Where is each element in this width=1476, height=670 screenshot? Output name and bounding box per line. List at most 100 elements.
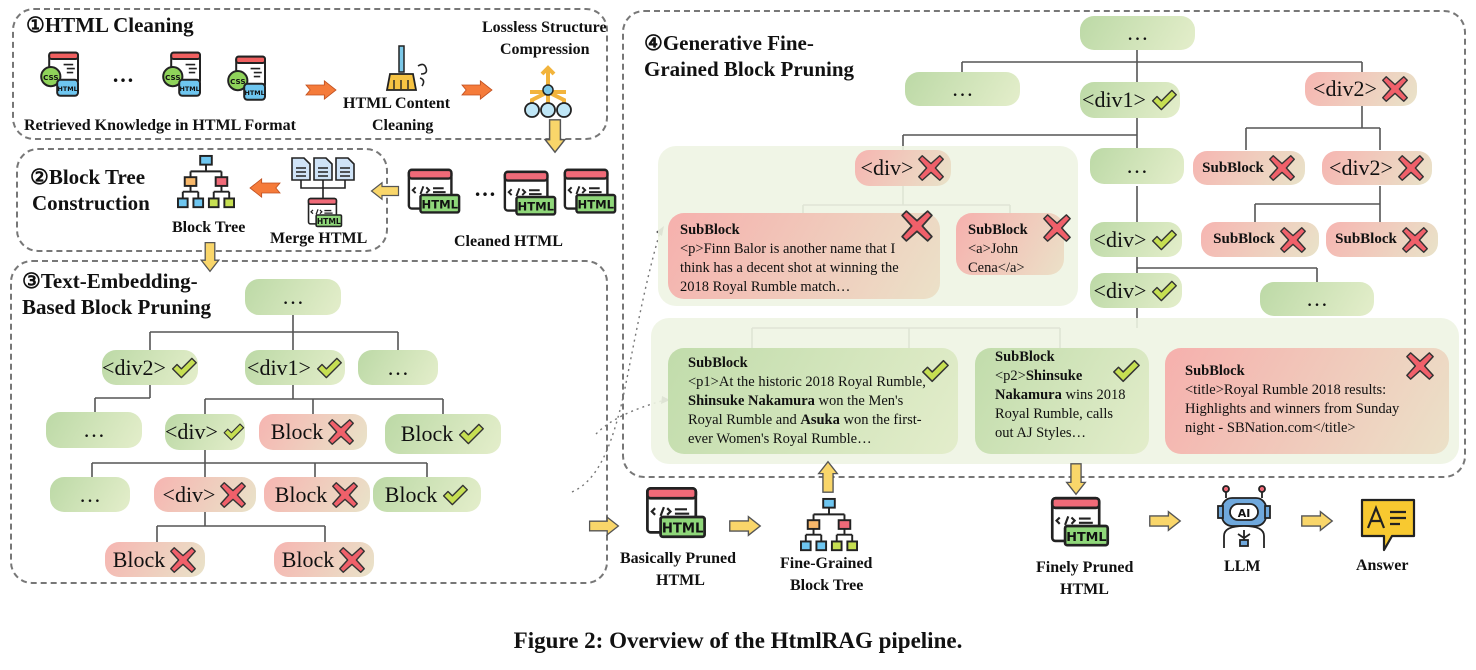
tree-node-pruned: Block <box>264 477 370 512</box>
basically-pruned-label-2: HTML <box>656 572 705 589</box>
basically-pruned-label-1: Basically Pruned <box>620 550 737 567</box>
cleaned-html-file-icon <box>404 166 464 224</box>
stage1-panel <box>12 8 608 140</box>
cross-icon <box>327 418 355 446</box>
cross-icon <box>1401 226 1429 254</box>
figure-caption: Figure 2: Overview of the HtmlRAG pipeli… <box>513 628 963 653</box>
answer-label: Answer <box>1356 557 1409 574</box>
fine-grained-block-tree-icon <box>796 497 862 555</box>
cross-icon <box>169 546 197 574</box>
finely-pruned-label-2: HTML <box>1060 581 1109 598</box>
check-icon <box>170 354 198 382</box>
subblock-card-pruned: SubBlock <title>Royal Rumble 2018 result… <box>1165 348 1449 454</box>
subblock-card-kept: SubBlock <p2>Shinsuke Nakamura wins 2018… <box>975 348 1149 454</box>
tree-node-pruned: <div> <box>855 150 951 186</box>
stage2-title-1: ②Block Tree <box>30 165 146 189</box>
check-icon <box>1150 226 1178 254</box>
lossless-compression-label-2: Compression <box>500 41 590 58</box>
ellipsis: … <box>112 62 134 87</box>
arrow-down-icon <box>543 118 567 154</box>
cross-icon <box>219 481 247 509</box>
cross-icon <box>331 481 359 509</box>
stage4-title-2: Grained Block Pruning <box>644 57 855 81</box>
tree-node: … <box>358 350 438 385</box>
merge-html-label: Merge HTML <box>270 230 368 247</box>
tree-node: … <box>1260 282 1374 316</box>
check-icon <box>920 356 950 386</box>
basically-pruned-html-icon <box>640 484 712 550</box>
check-icon <box>441 481 469 509</box>
tree-node: … <box>46 412 142 448</box>
html-content-cleaning-label-2: Cleaning <box>372 117 434 134</box>
arrow-right-icon <box>460 80 494 100</box>
subblock-card-pruned: SubBlock <p>Finn Balor is another name t… <box>668 213 940 299</box>
finely-pruned-label-1: Finely Pruned <box>1036 559 1134 576</box>
stage2-panel <box>16 148 388 252</box>
css-html-file-icon <box>38 48 86 102</box>
arrow-right-icon <box>1148 510 1182 532</box>
cross-icon <box>1405 350 1435 382</box>
fine-grained-tree-label-2: Block Tree <box>790 577 864 594</box>
svg-text:AI: AI <box>1238 507 1251 520</box>
tree-node-kept: <div> <box>1090 273 1182 308</box>
arrow-right-icon <box>728 515 762 537</box>
arrow-left-icon <box>370 180 400 202</box>
cleaned-html-file-icon <box>500 168 560 226</box>
tree-node-pruned: <div2> <box>1305 72 1417 106</box>
check-icon <box>222 418 245 446</box>
cross-icon <box>1381 75 1409 103</box>
cleaned-html-label: Cleaned HTML <box>454 233 563 250</box>
cleaned-html-file-icon <box>560 166 620 224</box>
cross-icon <box>338 546 366 574</box>
lossless-compression-label-1: Lossless Structure <box>482 19 607 36</box>
check-icon <box>1150 277 1178 305</box>
tree-node-kept: Block <box>385 414 501 454</box>
arrow-right-icon <box>588 515 620 537</box>
check-icon <box>1111 356 1141 386</box>
fine-grained-tree-label-1: Fine-Grained <box>780 555 873 572</box>
structure-compression-icon <box>524 65 572 118</box>
broom-icon <box>385 45 428 91</box>
finely-pruned-html-icon <box>1044 494 1116 558</box>
arrow-left-icon <box>248 178 282 198</box>
ellipsis: … <box>474 176 496 201</box>
css-html-file-icon <box>225 52 273 106</box>
tree-node-kept: <div2> <box>102 350 198 385</box>
tree-node-pruned: <div2> <box>1322 151 1432 185</box>
tree-node: … <box>50 477 130 512</box>
tree-node-pruned: Block <box>105 542 205 577</box>
arrow-right-icon <box>1300 510 1334 532</box>
tree-node-pruned: Block <box>259 414 367 450</box>
llm-robot-icon: AI <box>1217 485 1271 548</box>
tree-node: … <box>1080 16 1195 50</box>
check-icon <box>315 354 343 382</box>
css-html-file-icon <box>160 48 208 102</box>
tree-node-kept: <div1> <box>245 350 345 385</box>
cross-icon <box>1268 154 1296 182</box>
tree-node-kept: <div> <box>1090 222 1182 257</box>
html-content-cleaning-label-1: HTML Content <box>343 95 451 112</box>
block-tree-label: Block Tree <box>172 219 246 236</box>
tree-node-kept: <div> <box>165 414 245 450</box>
retrieved-knowledge-label: Retrieved Knowledge in HTML Format <box>24 117 296 134</box>
tree-node-pruned: SubBlock <box>1201 222 1319 257</box>
tree-node-kept: <div1> <box>1080 82 1180 118</box>
check-icon <box>457 420 485 448</box>
arrow-down-icon <box>1065 461 1087 497</box>
cross-icon <box>1279 226 1307 254</box>
stage3-title-1: ③Text-Embedding- <box>22 269 198 293</box>
check-icon <box>1150 86 1178 114</box>
arrow-up-icon <box>817 459 839 495</box>
block-tree-icon <box>176 154 236 212</box>
tree-node: … <box>905 72 1020 106</box>
stage1-title: ①HTML Cleaning <box>26 13 194 37</box>
subblock-card-pruned: SubBlock <a>John Cena</a> <box>956 213 1064 276</box>
tree-node-pruned: SubBlock <box>1193 151 1305 185</box>
tree-node-pruned: <div> <box>154 477 256 512</box>
cross-icon <box>900 209 934 243</box>
merge-html-icon <box>291 157 355 228</box>
stage4-title-1: ④Generative Fine- <box>644 31 814 55</box>
cross-icon <box>917 154 945 182</box>
arrow-down-icon <box>199 241 221 273</box>
cross-icon <box>1042 213 1072 243</box>
